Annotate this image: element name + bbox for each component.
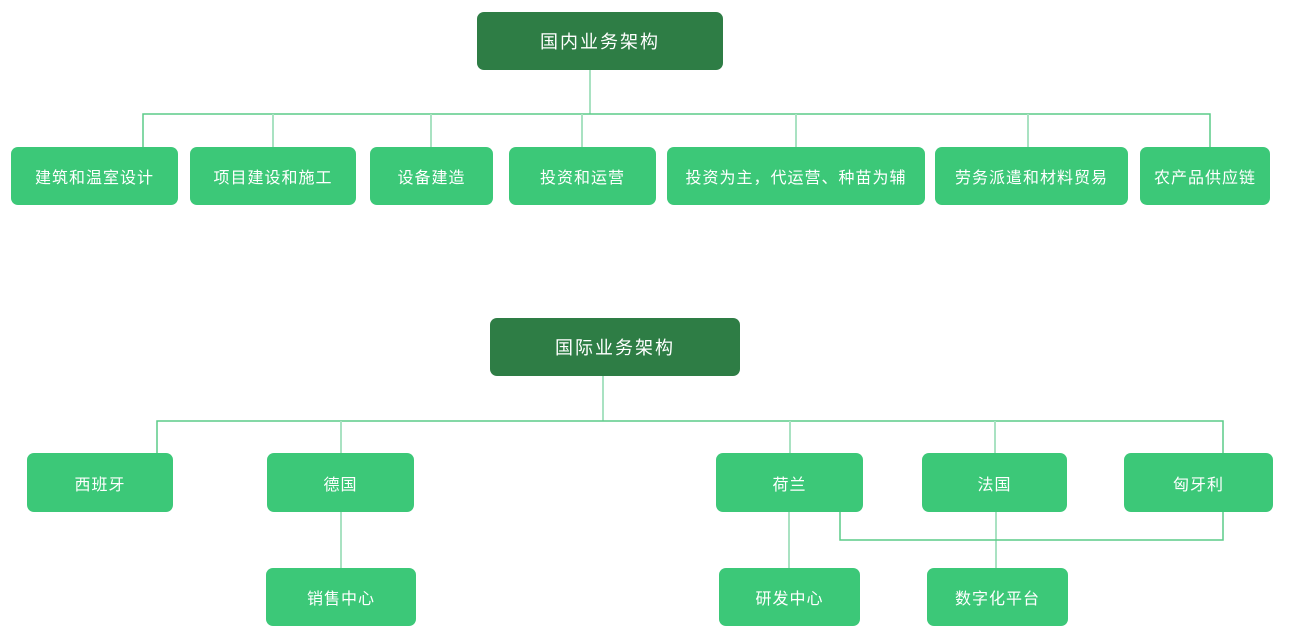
node-domestic-child-design[interactable]: 建筑和温室设计 — [11, 147, 178, 205]
node-domestic-child-supply-chain[interactable]: 农产品供应链 — [1140, 147, 1270, 205]
node-intl-hungary[interactable]: 匈牙利 — [1124, 453, 1273, 512]
connector-netherlands-hungary-link — [839, 512, 1224, 541]
node-intl-germany[interactable]: 德国 — [267, 453, 414, 512]
node-domestic-child-construction[interactable]: 项目建设和施工 — [190, 147, 356, 205]
node-intl-netherlands[interactable]: 荷兰 — [716, 453, 863, 512]
node-domestic-child-investment-main[interactable]: 投资为主，代运营、种苗为辅 — [667, 147, 925, 205]
node-intl-digital-platform[interactable]: 数字化平台 — [927, 568, 1068, 626]
node-intl-spain[interactable]: 西班牙 — [27, 453, 173, 512]
connector-intl-rail — [156, 420, 1224, 453]
connector-domestic-rail — [142, 113, 1211, 147]
node-intl-france[interactable]: 法国 — [922, 453, 1067, 512]
node-domestic-root[interactable]: 国内业务架构 — [477, 12, 723, 70]
node-domestic-child-investment-operation[interactable]: 投资和运营 — [509, 147, 656, 205]
node-intl-sales-center[interactable]: 销售中心 — [266, 568, 416, 626]
node-intl-root[interactable]: 国际业务架构 — [490, 318, 740, 376]
node-domestic-child-labor-trade[interactable]: 劳务派遣和材料贸易 — [935, 147, 1128, 205]
node-domestic-child-equipment[interactable]: 设备建造 — [370, 147, 493, 205]
node-intl-rd-center[interactable]: 研发中心 — [719, 568, 860, 626]
